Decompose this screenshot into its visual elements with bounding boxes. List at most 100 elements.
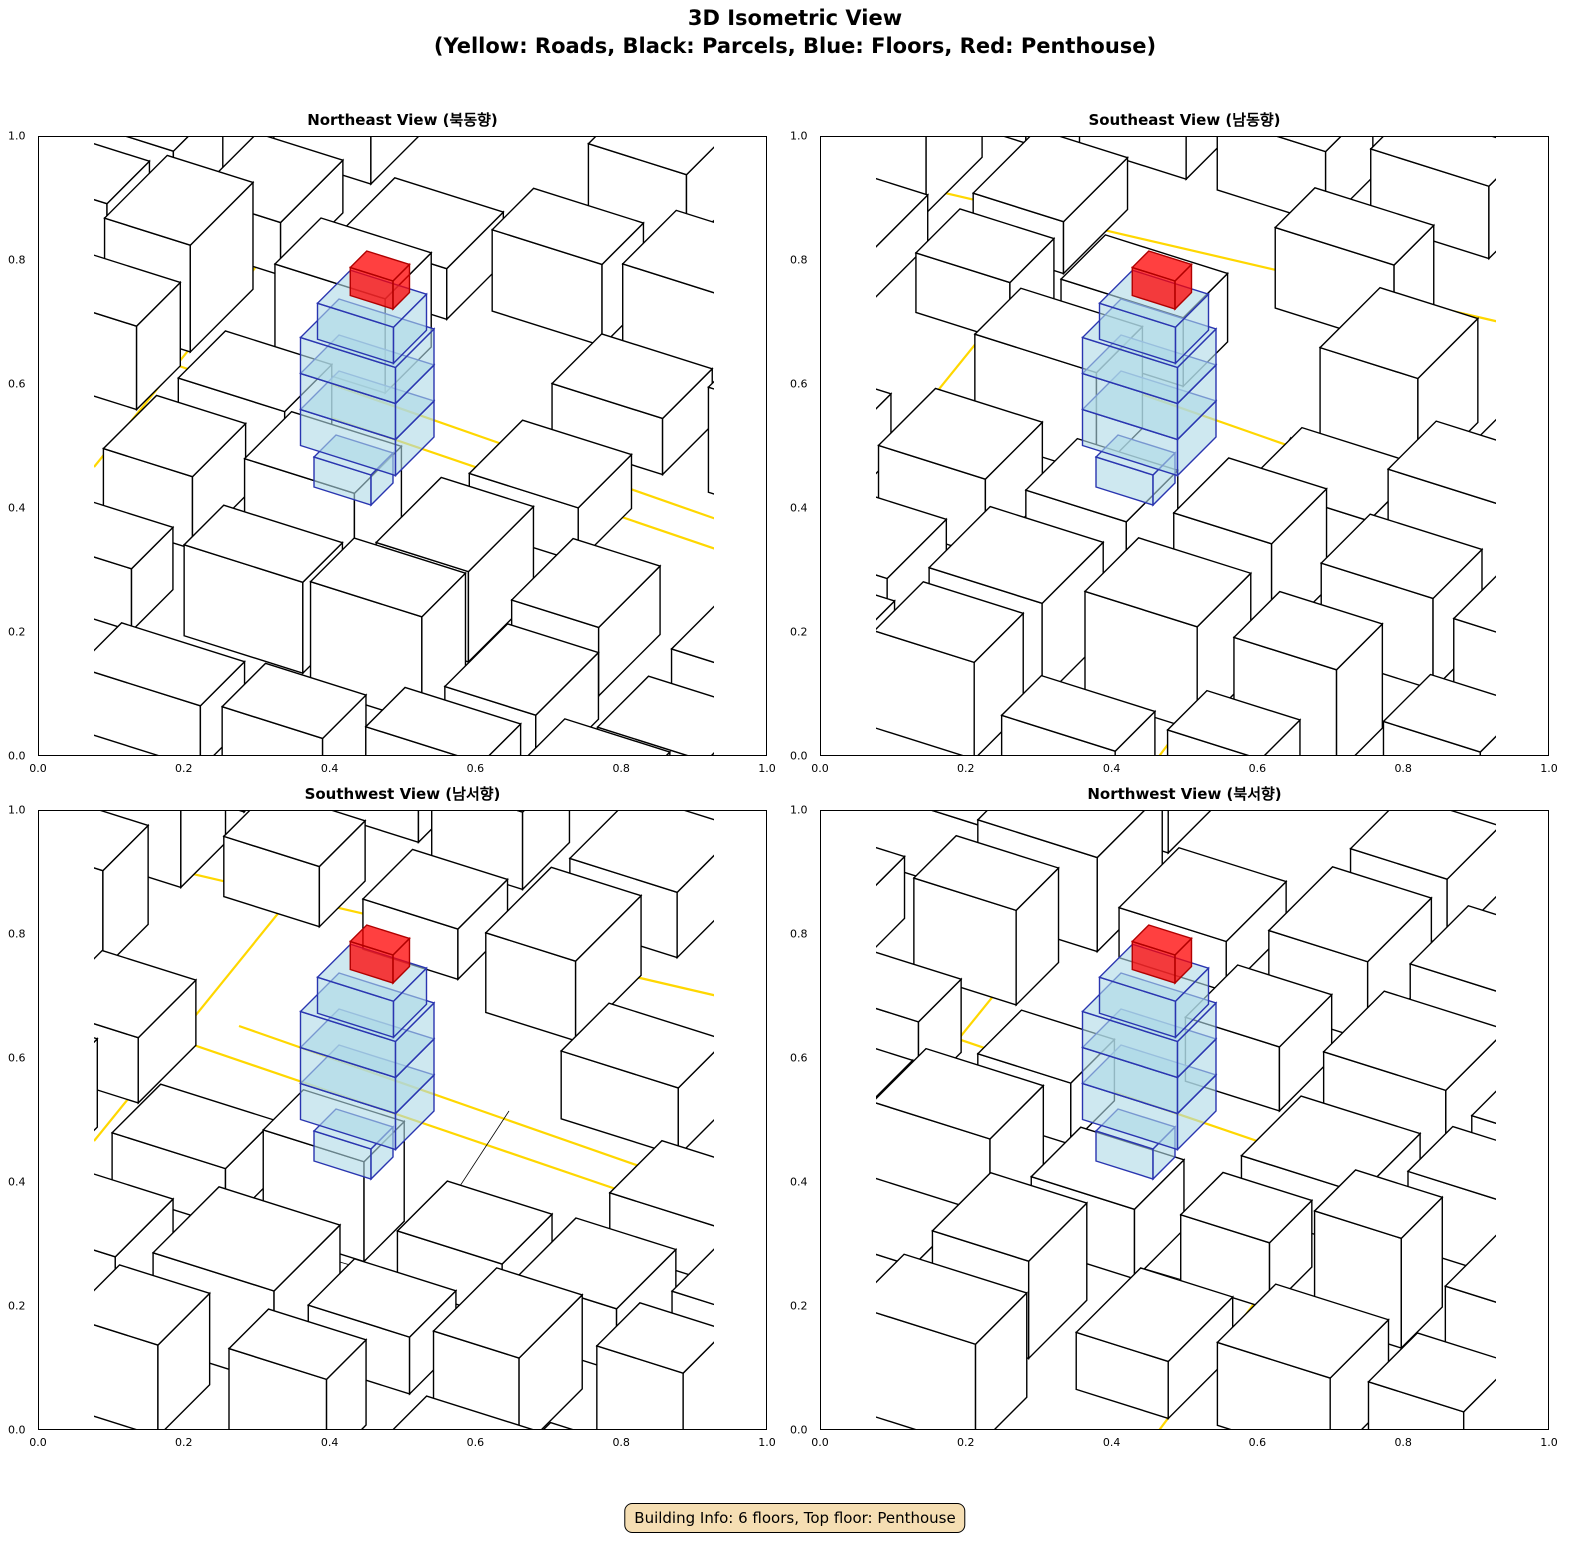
- x-tick-label: 0.2: [957, 762, 975, 775]
- y-tick-label: 1.0: [8, 803, 26, 817]
- parcel-building: [1117, 846, 1288, 943]
- parcel-building: [595, 1302, 714, 1374]
- parcel-building: [94, 622, 246, 707]
- x-tick-label: 0.4: [320, 762, 339, 775]
- parcel-building: [821, 1204, 854, 1298]
- x-tick-label: 0.0: [29, 1436, 47, 1449]
- x-tick-label: 0.8: [612, 1436, 630, 1449]
- parcel-building: [39, 1167, 51, 1269]
- parcel-building: [1322, 990, 1496, 1092]
- parcel-building: [876, 581, 1025, 664]
- y-tick-label: 0.0: [8, 1423, 26, 1437]
- parcel-building: [976, 811, 1145, 859]
- parcel-building: [1179, 1171, 1314, 1244]
- y-tick-label: 0.8: [8, 927, 26, 941]
- parcel-building: [543, 1421, 574, 1429]
- parcel-building: [510, 537, 662, 629]
- parcel-building: [1318, 286, 1480, 380]
- x-tick-label: 1.0: [758, 762, 776, 775]
- y-tick-label: 0.6: [8, 377, 26, 391]
- scene-3d: [821, 137, 1496, 755]
- x-tick-label: 0.8: [1394, 762, 1412, 775]
- parcel-building: [760, 985, 767, 1124]
- parcel-building: [821, 1233, 854, 1406]
- scene-3d: [821, 811, 1549, 1429]
- parcel-building: [927, 505, 1105, 605]
- parcel-building: [1172, 457, 1328, 545]
- parcel-building: [1273, 187, 1436, 266]
- parcel-building: [1232, 590, 1384, 671]
- y-tick-label: 0.4: [790, 501, 808, 515]
- y-tick-label: 0.2: [790, 1299, 808, 1313]
- parcel-building: [670, 1248, 714, 1306]
- parcel-building: [925, 137, 983, 215]
- parcel-building: [712, 220, 714, 279]
- parcel-building: [94, 867, 104, 971]
- parcel-building: [748, 559, 767, 655]
- x-tick-label: 0.0: [29, 762, 47, 775]
- parcel-building: [516, 811, 525, 813]
- parcel-building: [1515, 1160, 1549, 1281]
- parcel-building: [821, 930, 840, 1049]
- parcel-building: [876, 846, 906, 887]
- parcel-building: [1276, 137, 1342, 153]
- parcel-building: [1470, 1090, 1496, 1125]
- y-tick-label: 0.4: [8, 501, 26, 515]
- parcel-building: [102, 394, 247, 478]
- parcel-building: [1386, 420, 1496, 505]
- parcel-building: [94, 142, 151, 205]
- parcel-building: [1382, 673, 1496, 753]
- parcel-building: [608, 1139, 714, 1227]
- penthouse-box: [348, 924, 411, 956]
- y-tick-label: 1.0: [790, 129, 808, 143]
- parcel-building: [306, 1257, 458, 1338]
- parcel-building: [748, 503, 767, 588]
- parcel-building: [1367, 1332, 1496, 1413]
- parcel-building: [876, 388, 893, 410]
- y-tick-label: 0.8: [790, 927, 808, 941]
- parcel-building: [1185, 137, 1230, 181]
- scene-group: [821, 811, 1549, 1429]
- parcel-building: [490, 187, 645, 266]
- parcel-building: [1406, 1125, 1496, 1200]
- x-tick-label: 0.4: [320, 1436, 339, 1449]
- parcel-building: [39, 569, 76, 659]
- parcel-building: [1452, 575, 1496, 633]
- penthouse-box: [1130, 250, 1193, 282]
- parcel-building: [609, 1191, 714, 1284]
- x-tick-label: 0.8: [612, 762, 630, 775]
- x-tick-label: 0.6: [466, 1436, 485, 1449]
- parcel-building: [1074, 1267, 1235, 1363]
- parcel-building: [94, 1264, 211, 1346]
- parcel-building: [821, 423, 829, 521]
- parcel-building: [94, 1037, 99, 1132]
- y-tick-label: 0.0: [790, 749, 808, 763]
- parcel-building: [1313, 1169, 1444, 1240]
- x-tick-label: 0.4: [1102, 1436, 1121, 1449]
- x-tick-label: 0.6: [1248, 762, 1267, 775]
- parcel-building: [876, 177, 930, 248]
- parcel-building: [39, 599, 76, 731]
- y-tick-label: 1.0: [8, 129, 26, 143]
- parcel-building: [587, 137, 714, 176]
- parcel-building: [760, 919, 767, 1015]
- parcel-building: [1444, 1234, 1496, 1303]
- parcel-building: [751, 1138, 767, 1228]
- parcel-building: [725, 243, 767, 401]
- parcel-building: [1517, 940, 1549, 1079]
- parcel-building: [364, 686, 522, 755]
- y-tick-label: 0.6: [790, 1051, 808, 1065]
- y-tick-label: 0.4: [790, 1175, 808, 1189]
- y-tick-label: 0.2: [790, 625, 808, 639]
- y-tick-label: 1.0: [790, 803, 808, 817]
- parcel-building: [821, 225, 863, 310]
- axes: [38, 810, 767, 1430]
- parcel-building: [180, 811, 227, 890]
- parcel-building: [361, 848, 509, 930]
- parcel-building: [370, 137, 419, 186]
- parcel-building: [876, 1048, 914, 1098]
- x-tick-label: 0.8: [1394, 1436, 1412, 1449]
- x-tick-label: 0.0: [811, 762, 829, 775]
